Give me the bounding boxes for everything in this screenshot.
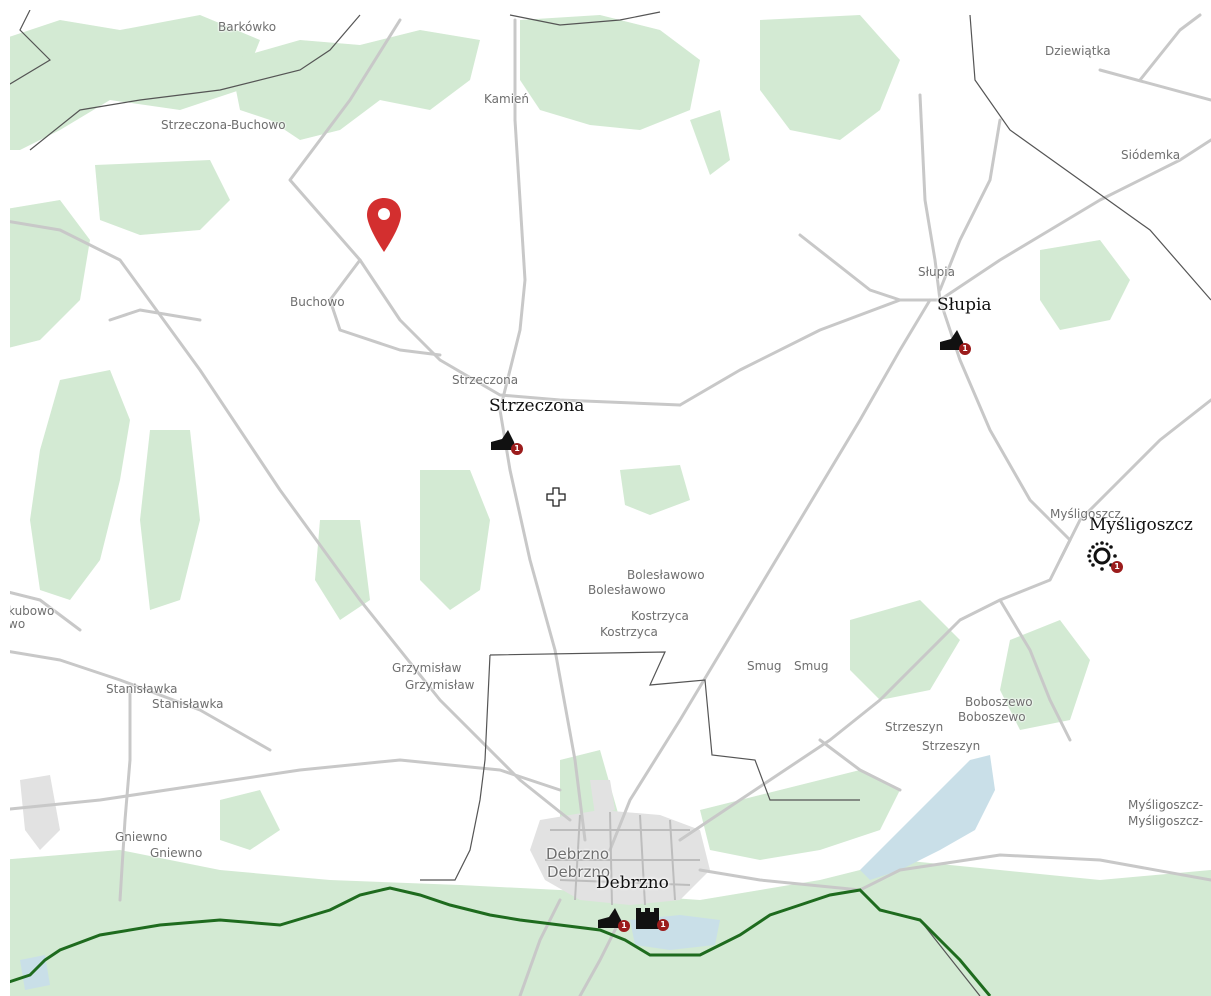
place-label-kamien: Kamień (484, 92, 530, 106)
place-label-strzeszyn-2: Strzeszyn (922, 739, 981, 753)
place-label-gniewno-2: Gniewno (150, 846, 203, 860)
place-label-mysligoszcz-edge-2: Myśligoszcz- (1128, 814, 1204, 828)
place-label-siodemka: Siódemka (1121, 148, 1181, 162)
count-badge: 1 (618, 920, 630, 932)
church-icon (491, 430, 516, 450)
poi-label-slupia: Słupia (937, 295, 992, 315)
church-marker-strzeczona[interactable]: 1 (490, 422, 523, 459)
location-pin[interactable] (365, 197, 403, 258)
count-badge: 1 (657, 919, 669, 931)
place-label-grzymislaw-2: Grzymisław (405, 678, 475, 692)
castle-marker-debrzno[interactable]: 1 (635, 905, 669, 938)
poi-label-mysligoszcz: Myśligoszcz (1089, 515, 1193, 535)
place-label-strzeszyn-1: Strzeszyn (885, 720, 944, 734)
place-label-debrzno-2: Debrzno (547, 863, 611, 881)
place-label-buchowo: Buchowo (290, 295, 345, 309)
place-label-strzeczona-buchowo: Strzeczona-Buchowo (161, 118, 286, 132)
place-label-dziewiatka: Dziewiątka (1045, 44, 1111, 58)
count-badge: 1 (959, 343, 971, 355)
place-label-kostrzyca-1: Kostrzyca (631, 609, 689, 623)
map-frame-top (0, 0, 1211, 10)
roads (0, 13, 1211, 996)
place-label-boboszewo-1: Boboszewo (965, 695, 1033, 709)
place-label-boleslawowo-2: Bolesławowo (588, 583, 666, 597)
castle-icon (636, 908, 659, 929)
map-marker-icon (367, 198, 401, 252)
place-label-kostrzyca-2: Kostrzyca (600, 625, 658, 639)
map-cursor (545, 486, 567, 513)
count-badge: 1 (1111, 561, 1123, 573)
place-label-grzymislaw-1: Grzymisław (392, 661, 462, 675)
place-label-slupia: Słupia (918, 265, 955, 279)
place-label-mysligoszcz: Myśligoszcz (1050, 507, 1121, 521)
church-icon (598, 908, 623, 928)
place-label-debrzno-1: Debrzno (546, 845, 610, 863)
place-label-mysligoszcz-edge-1: Myśligoszcz- (1128, 798, 1204, 812)
church-marker-slupia[interactable]: 1 (939, 322, 971, 359)
map-frame-left (0, 0, 10, 996)
forest-areas (0, 15, 1211, 996)
place-label-smug-2: Smug (794, 659, 829, 673)
church-icon (940, 330, 965, 350)
place-label-wo: wo (8, 617, 26, 631)
place-label-smug-1: Smug (747, 659, 782, 673)
place-label-kubowo: kubowo (8, 604, 55, 618)
poi-label-strzeczona: Strzeczona (489, 396, 585, 416)
church-marker-debrzno[interactable]: 1 (597, 900, 630, 937)
place-label-boboszewo-2: Boboszewo (958, 710, 1026, 724)
place-label-strzeczona: Strzeczona (452, 373, 519, 387)
place-label-stanislawka-2: Stanisławka (152, 697, 224, 711)
move-cursor-icon (546, 487, 566, 507)
place-label-stanislawka-1: Stanisławka (106, 682, 178, 696)
place-label-gniewno-1: Gniewno (115, 830, 168, 844)
place-label-barkowko: Barkówko (218, 20, 277, 34)
sun-marker-mysligoszcz[interactable]: 1 (1086, 540, 1123, 579)
town-streets (545, 811, 700, 906)
river-trail-line (0, 886, 992, 996)
poi-label-debrzno: Debrzno (596, 873, 669, 893)
count-badge: 1 (511, 443, 523, 455)
place-label-boleslawowo-1: Bolesławowo (627, 568, 705, 582)
